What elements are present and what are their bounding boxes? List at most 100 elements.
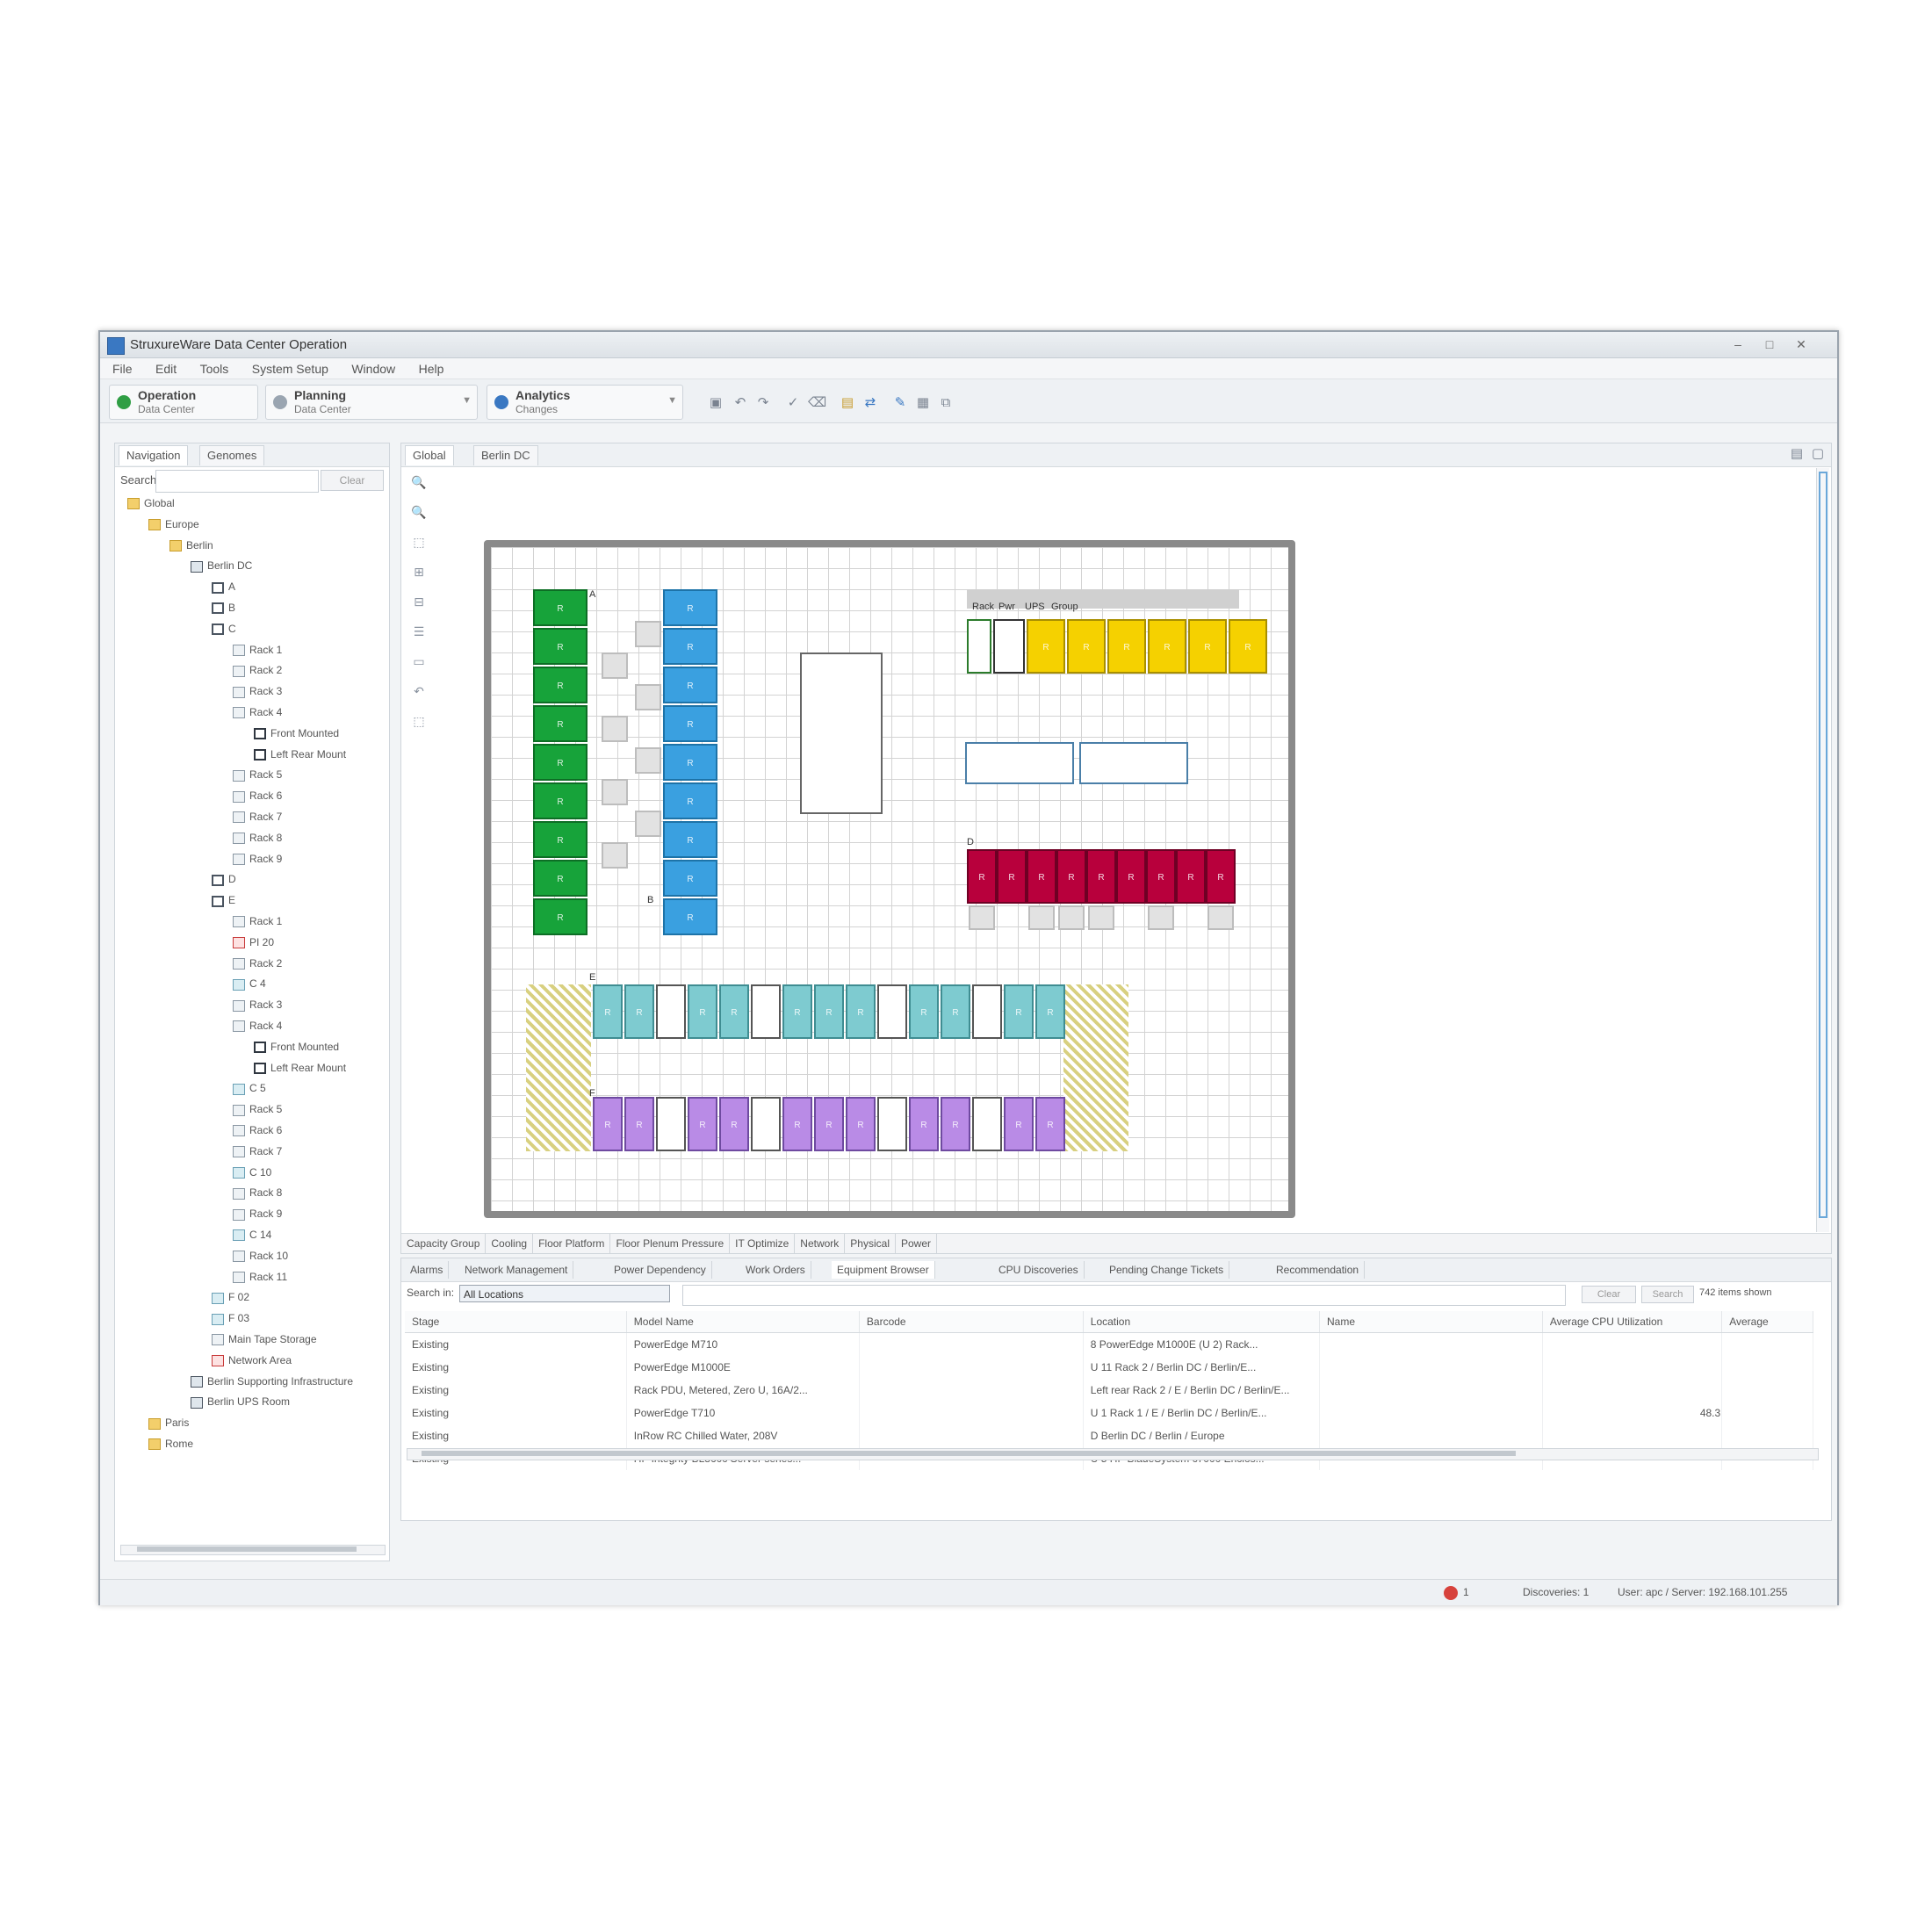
yellow-rack[interactable]: R	[1067, 619, 1106, 674]
tree-node[interactable]: C 10	[233, 1164, 271, 1181]
clear-button[interactable]: Clear	[321, 470, 384, 491]
floor-tile[interactable]	[602, 779, 628, 805]
report-icon[interactable]: ▦	[916, 395, 930, 410]
equipment-search-input[interactable]	[682, 1285, 1566, 1306]
blue-rack[interactable]: R	[663, 667, 717, 703]
green-rack[interactable]: R	[533, 782, 588, 819]
floor-tool-icon[interactable]: ⊞	[414, 565, 424, 579]
floor-tile[interactable]	[635, 684, 661, 710]
maximize-button[interactable]: □	[1765, 337, 1774, 351]
chevron-down-icon[interactable]: ▼	[462, 395, 472, 406]
menu-edit[interactable]: Edit	[155, 362, 177, 376]
tree-node[interactable]: Rack 11	[233, 1268, 287, 1286]
lavender-rack[interactable]: R	[719, 1097, 749, 1151]
green-rack[interactable]: R	[533, 860, 588, 897]
crimson-rack[interactable]: R	[1027, 849, 1056, 904]
view-tab[interactable]: IT Optimize	[730, 1234, 796, 1253]
tree-node[interactable]: Rome	[148, 1435, 193, 1453]
folder-icon[interactable]: ▤	[840, 395, 854, 410]
tree-node[interactable]: B	[212, 599, 235, 616]
tree-node[interactable]: Rack 10	[233, 1247, 288, 1265]
tree-node[interactable]: Rack 2	[233, 661, 282, 679]
tree-node[interactable]: A	[212, 578, 235, 595]
green-rack[interactable]: R	[533, 628, 588, 665]
crimson-rack[interactable]: R	[1146, 849, 1176, 904]
empty-rack[interactable]	[877, 1097, 907, 1151]
floor-tool-icon[interactable]: ⊟	[414, 595, 424, 609]
tree-node[interactable]: Rack 5	[233, 766, 282, 783]
teal-rack[interactable]: R	[624, 984, 654, 1039]
tree-node[interactable]: Rack 7	[233, 808, 282, 825]
column-header[interactable]: Stage	[405, 1311, 627, 1333]
view-menu-icon[interactable]: ▤	[1790, 446, 1804, 461]
perspective-operation[interactable]: Operation Data Center	[109, 385, 258, 420]
bottom-tab[interactable]: Pending Change Tickets	[1104, 1261, 1230, 1279]
floor-tile[interactable]	[1028, 905, 1055, 930]
tree-node[interactable]: Rack 3	[233, 996, 282, 1013]
pdu-tile[interactable]	[967, 619, 991, 674]
tree-node[interactable]: Rack 1	[233, 912, 282, 930]
bottom-tab[interactable]: CPU Discoveries	[993, 1261, 1085, 1279]
blue-rack[interactable]: R	[663, 860, 717, 897]
tree-node[interactable]: Rack 4	[233, 703, 282, 721]
lavender-rack[interactable]: R	[1004, 1097, 1034, 1151]
floor-tile[interactable]	[1208, 905, 1234, 930]
column-header[interactable]: Name	[1319, 1311, 1543, 1333]
minimize-button[interactable]: –	[1734, 337, 1741, 351]
teal-rack[interactable]: R	[719, 984, 749, 1039]
floor-tile[interactable]	[969, 905, 995, 930]
discoveries-status[interactable]: Discoveries: 1	[1523, 1586, 1590, 1598]
tree-node[interactable]: Rack 2	[233, 955, 282, 972]
view-tab[interactable]: Cooling	[486, 1234, 534, 1253]
tree-node[interactable]: Rack 9	[233, 850, 282, 868]
view-tab[interactable]: Physical	[845, 1234, 896, 1253]
yellow-rack[interactable]: R	[1229, 619, 1267, 674]
tree-node[interactable]: Berlin UPS Room	[191, 1393, 290, 1410]
tree-node[interactable]: Rack 7	[233, 1143, 282, 1160]
teal-rack[interactable]: R	[814, 984, 844, 1039]
tree-horizontal-scrollbar[interactable]	[120, 1545, 386, 1555]
empty-rack[interactable]	[972, 1097, 1002, 1151]
column-header[interactable]: Average	[1721, 1311, 1813, 1333]
lavender-rack[interactable]: R	[593, 1097, 623, 1151]
bottom-tab[interactable]: Network Management	[459, 1261, 574, 1279]
undo-icon[interactable]: ↶	[734, 395, 746, 410]
teal-rack[interactable]: R	[1004, 984, 1034, 1039]
cooling-unit[interactable]	[965, 742, 1074, 784]
tree-node[interactable]: Rack 6	[233, 787, 282, 804]
tab-navigation[interactable]: Navigation	[119, 445, 189, 465]
teal-rack[interactable]: R	[941, 984, 970, 1039]
bottom-tab[interactable]: Recommendation	[1271, 1261, 1366, 1279]
check-icon[interactable]: ✓	[787, 395, 799, 410]
column-header[interactable]: Location	[1083, 1311, 1320, 1333]
menu-tools[interactable]: Tools	[199, 362, 229, 376]
green-rack[interactable]: R	[533, 705, 588, 742]
view-tab[interactable]: Floor Platform	[533, 1234, 611, 1253]
floor-tile[interactable]	[1088, 905, 1114, 930]
tab-global[interactable]: Global	[405, 445, 454, 465]
view-tab[interactable]: Network	[795, 1234, 846, 1253]
bottom-tab[interactable]: Power Dependency	[609, 1261, 712, 1279]
delete-icon[interactable]: ⌫	[808, 395, 827, 410]
teal-rack[interactable]: R	[846, 984, 876, 1039]
lavender-rack[interactable]: R	[782, 1097, 812, 1151]
tree-node[interactable]: Berlin DC	[191, 557, 252, 574]
view-tab[interactable]: Capacity Group	[401, 1234, 487, 1253]
teal-rack[interactable]: R	[782, 984, 812, 1039]
tree-node[interactable]: Main Tape Storage	[212, 1330, 317, 1348]
chevron-down-icon[interactable]: ▼	[667, 395, 677, 406]
tree-node[interactable]: C	[212, 620, 236, 638]
crimson-rack[interactable]: R	[997, 849, 1027, 904]
teal-rack[interactable]: R	[593, 984, 623, 1039]
tree-node[interactable]: Front Mounted	[254, 1038, 339, 1056]
tab-berlin-dc[interactable]: Berlin DC	[473, 445, 538, 465]
empty-rack[interactable]	[972, 984, 1002, 1039]
floor-tool-icon[interactable]: ⬚	[413, 535, 425, 549]
view-tab[interactable]: Power	[896, 1234, 937, 1253]
green-rack[interactable]: R	[533, 589, 588, 626]
tree-node[interactable]: Berlin	[169, 537, 213, 554]
tree-node[interactable]: C 14	[233, 1226, 271, 1244]
tree-node[interactable]: Rack 8	[233, 829, 282, 847]
tree-node[interactable]: Front Mounted	[254, 724, 339, 742]
